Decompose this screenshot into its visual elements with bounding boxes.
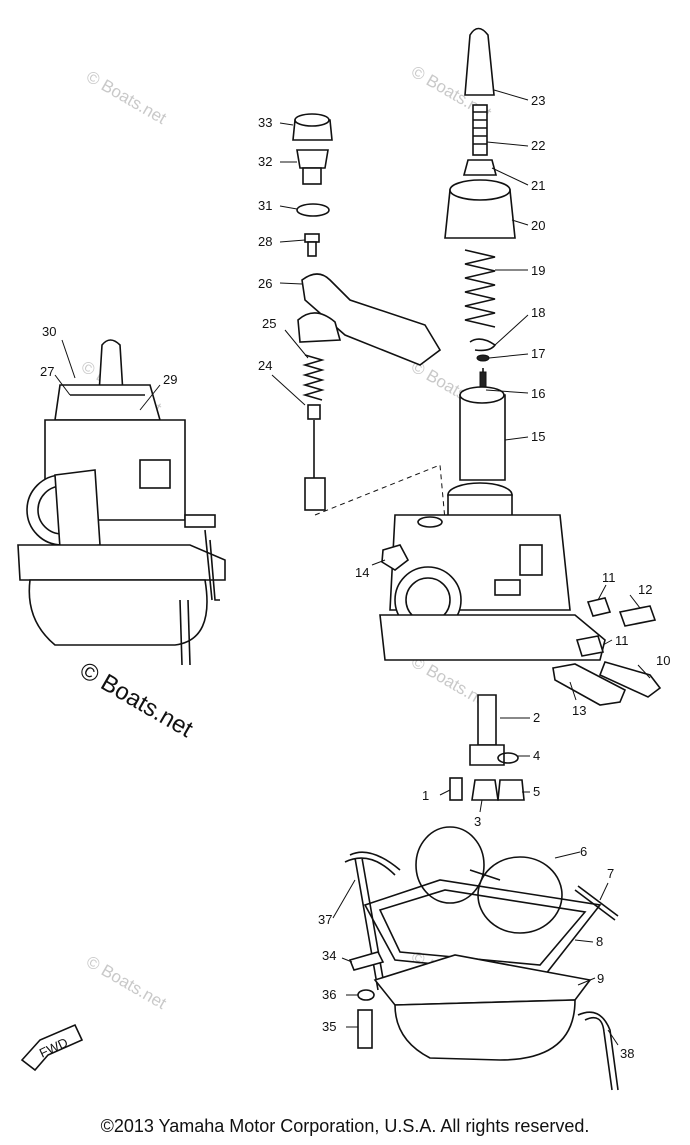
callout-10: 10 [656,653,670,668]
callout-4: 4 [533,748,540,763]
part-13-bolt [552,663,627,706]
callout-14: 14 [355,565,369,580]
callout-34: 34 [322,948,336,963]
callout-6: 6 [580,844,587,859]
callout-26: 26 [258,276,272,291]
part-1-pilot-jet [449,777,463,801]
part-36-washer [357,989,375,1001]
callout-17: 17 [531,346,545,361]
callout-23: 23 [531,93,545,108]
callout-11a: 11 [602,570,616,585]
callout-19: 19 [531,263,545,278]
part-21-nut [462,159,498,176]
part-10-screw [598,661,662,698]
callout-16: 16 [531,386,545,401]
part-14-nut [381,544,410,571]
part-2-needle-jet [477,694,497,746]
part-9-float-bowl [373,954,592,1006]
part-18-clip [469,338,497,352]
callout-30: 30 [42,324,56,339]
part-23-cap [464,27,495,96]
carburetor-exploded-diagram: © Boats.net © Boats.net © Boats.net © Bo… [17,27,670,1091]
part-3-main-jet [471,779,499,801]
callout-5: 5 [533,784,540,799]
part-5-plug [497,779,525,801]
part-17-washer [476,354,490,362]
part-4-washer [497,752,519,764]
callout-38: 38 [620,1046,634,1061]
callout-33: 33 [258,115,272,130]
callout-36: 36 [322,987,336,1002]
callout-29: 29 [163,372,177,387]
callout-numbers: 1 2 3 4 5 6 7 8 9 10 11 11 12 13 14 15 1… [40,93,670,1061]
fwd-arrow-icon: FWD [20,1023,84,1072]
callout-12: 12 [638,582,652,597]
copyright-notice: ©2013 Yamaha Motor Corporation, U.S.A. A… [100,1116,590,1136]
part-35-screw [357,1009,373,1049]
callout-11b: 11 [615,633,629,648]
callout-3: 3 [474,814,481,829]
callout-22: 22 [531,138,545,153]
callout-31: 31 [258,198,272,213]
part-38-overflow-tube [577,1011,619,1091]
part-37-tube [344,851,401,991]
callout-8: 8 [596,934,603,949]
callout-7: 7 [607,866,614,881]
callout-1: 1 [422,788,429,803]
part-26-lever [301,273,442,366]
assembled-carburetor-view [17,339,226,666]
part-11-spring-a [586,597,612,617]
callout-2: 2 [533,710,540,725]
callout-27: 27 [40,364,54,379]
assembly-guide-line [314,464,446,521]
part-32-plug [296,149,329,169]
part-11-spring-b [575,635,605,657]
part-25-clamp [297,312,342,343]
part-12-screw [618,605,657,627]
leader-lines [54,89,651,1046]
callout-24: 24 [258,358,272,373]
callout-18: 18 [531,305,545,320]
callout-25: 25 [262,316,276,331]
part-34-bracket [348,951,385,971]
watermark-large: © Boats.net [75,657,198,743]
part-28-screw [304,233,320,243]
callout-37: 37 [318,912,332,927]
callout-32: 32 [258,154,272,169]
part-22-adjuster [472,104,488,156]
part-8-gasket [363,879,602,976]
watermark-1: © Boats.net [83,67,170,128]
watermark-6: © Boats.net [83,952,170,1013]
part-15-throttle-valve [459,394,506,481]
callout-15: 15 [531,429,545,444]
part-24-fitting [304,477,326,511]
carburetor-body [379,482,606,661]
part-19-spring [464,249,496,328]
callout-20: 20 [531,218,545,233]
callout-13: 13 [572,703,586,718]
part-31-ring [296,203,330,217]
callout-21: 21 [531,178,545,193]
part-24-spring [302,354,325,401]
callout-35: 35 [322,1019,336,1034]
callout-9: 9 [597,971,604,986]
callout-28: 28 [258,234,272,249]
